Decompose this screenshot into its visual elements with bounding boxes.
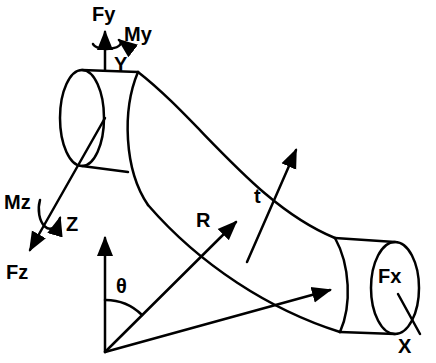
radius-arrow — [105, 222, 236, 352]
mz-moment-arc — [39, 200, 60, 229]
pipe-edge — [82, 166, 128, 172]
thickness-arrow — [247, 150, 296, 262]
x-axis — [398, 294, 420, 334]
right-pipe-end — [371, 242, 419, 334]
angle-arc — [105, 300, 142, 315]
left-pipe-end — [60, 70, 104, 166]
y-axis — [104, 32, 107, 70]
radius-line — [104, 238, 107, 352]
dimension-label: R — [196, 210, 210, 230]
moment-label: My — [124, 24, 152, 44]
force-label: Fz — [6, 262, 28, 282]
pipe-joint — [335, 238, 348, 332]
force-label: Fx — [378, 266, 401, 286]
axis-label: Z — [66, 214, 78, 234]
axis-label: X — [398, 336, 411, 356]
pipe-edge — [82, 70, 138, 72]
my-moment-arc — [93, 40, 121, 49]
angle-label: θ — [116, 276, 127, 296]
bend-outer-edge — [138, 72, 335, 238]
pipe-edge — [335, 238, 395, 242]
axis-label: Y — [114, 54, 127, 74]
dimension-label: t — [254, 186, 261, 206]
pipe-joint — [128, 72, 148, 205]
moment-label: Mz — [4, 192, 31, 212]
radius-line — [105, 290, 330, 352]
z-axis — [30, 118, 105, 250]
force-label: Fy — [92, 4, 115, 24]
